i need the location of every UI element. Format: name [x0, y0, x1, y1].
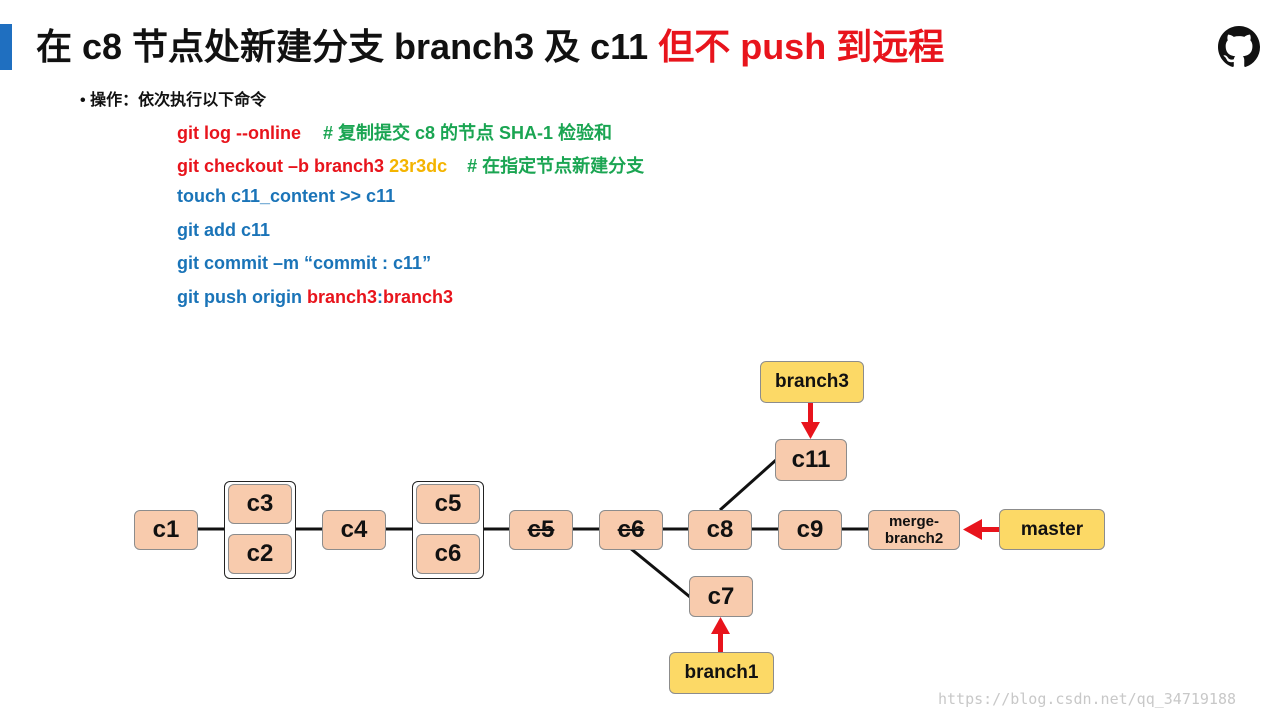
- arrow-master-shaft: [980, 527, 1002, 532]
- push-source: branch3: [307, 287, 378, 307]
- commit-node-c5-rebased: c5: [509, 510, 573, 550]
- command-line-4: git add c11: [177, 220, 271, 240]
- watermark: https://blog.csdn.net/qq_34719188: [938, 690, 1237, 708]
- commit-node-c6-rebased: c6: [599, 510, 663, 550]
- title-highlight: 但不 push 到远程: [658, 26, 945, 67]
- arrow-branch1-shaft: [718, 632, 723, 656]
- operation-bullet: • 操作：依次执行以下命令: [80, 92, 267, 109]
- command-text: git log --online: [177, 123, 301, 143]
- commit-node-c11: c11: [775, 439, 847, 481]
- arrow-branch3-shaft: [808, 402, 813, 426]
- slide-title: 在 c8 节点处新建分支 branch3 及 c11 但不 push 到远程: [36, 22, 944, 72]
- command-line-6: git push origin branch3:branch3: [177, 287, 454, 307]
- commit-node-c3: c3: [228, 484, 292, 524]
- command-text: git checkout –b branch3: [177, 156, 385, 176]
- branch-label-branch3: branch3: [760, 361, 864, 403]
- arrow-branch1-head: [711, 617, 730, 634]
- command-line-2: git checkout –b branch3 23r3dc # 在指定节点新建分…: [177, 152, 644, 178]
- commit-node-c8: c8: [688, 510, 752, 550]
- commit-node-c4: c4: [322, 510, 386, 550]
- command-comment: # 在指定节点新建分支: [467, 156, 645, 176]
- command-line-1: git log --online # 复制提交 c8 的节点 SHA-1 检验和: [177, 119, 612, 145]
- operation-label: 操作：依次执行以下命令: [90, 92, 267, 109]
- github-icon: [1218, 26, 1260, 67]
- commit-node-c5-parallel: c5: [416, 484, 480, 524]
- edge-c8-c11: [719, 458, 777, 512]
- commit-node-c6-parallel: c6: [416, 534, 480, 574]
- sha-value: 23r3dc: [389, 156, 448, 176]
- push-destination: branch3: [383, 287, 454, 307]
- command-line-5: git commit –m “commit : c11”: [177, 253, 432, 273]
- title-main: 在 c8 节点处新建分支 branch3 及 c11: [36, 26, 649, 67]
- accent-bar: [0, 24, 12, 70]
- branch-label-master: master: [999, 509, 1105, 550]
- commit-node-c9: c9: [778, 510, 842, 550]
- command-line-3: touch c11_content >> c11: [177, 186, 396, 206]
- command-text: git push origin: [177, 287, 302, 307]
- commit-node-merge-branch2: merge- branch2: [868, 510, 960, 550]
- arrow-master-head: [963, 519, 982, 540]
- arrow-branch3-head: [801, 422, 820, 439]
- edge-c6-c7: [629, 546, 691, 599]
- commit-node-c1: c1: [134, 510, 198, 550]
- commit-node-c7: c7: [689, 576, 753, 617]
- commit-node-c2: c2: [228, 534, 292, 574]
- command-comment: # 复制提交 c8 的节点 SHA-1 检验和: [322, 123, 613, 143]
- branch-label-branch1: branch1: [669, 652, 774, 694]
